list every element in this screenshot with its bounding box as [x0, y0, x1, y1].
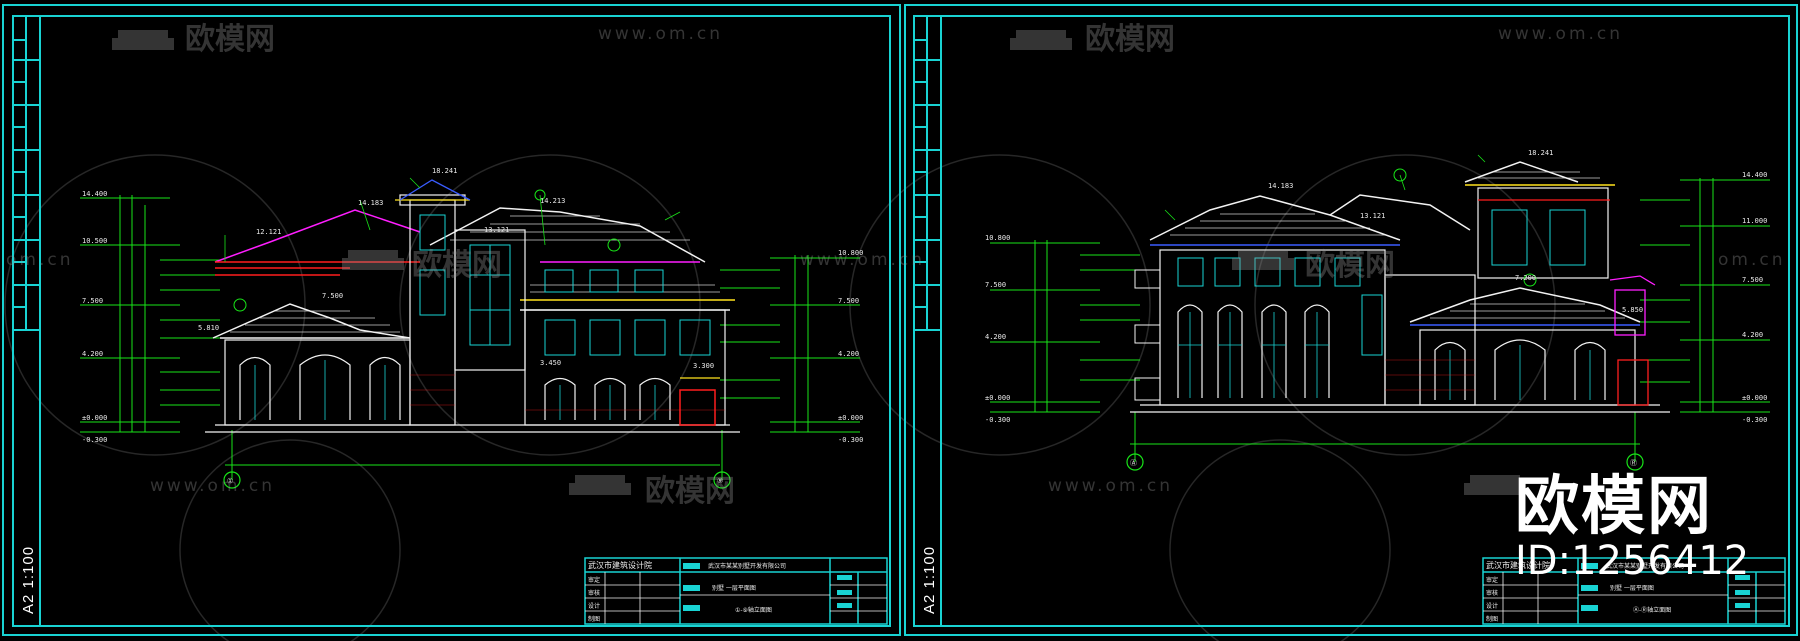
sheet-1-elev-right-3: 4.200: [838, 350, 859, 358]
sheet-2-drawing: 别墅 一层平面图: [1610, 584, 1654, 592]
watermark-cn: 欧模网: [185, 22, 275, 57]
sheet-1-company: 武汉市建筑设计院: [588, 560, 652, 570]
sheet-2-row-3: 设计: [1486, 602, 1498, 610]
sheet-1-top-label-3: 12.121: [256, 228, 281, 236]
sheet-2-elev-right-2: 11.000: [1742, 217, 1767, 225]
sheet-1-elev-right-2: 7.500: [838, 297, 859, 305]
sheet-2-mid-label-1: 7.200: [1515, 274, 1536, 282]
sheet-1-right-dimensions: [720, 255, 860, 433]
sheet-1-elev-left-4: 4.200: [82, 350, 103, 358]
sheet-2-mid-label-2: 5.850: [1622, 306, 1643, 314]
watermark-url-partial: om.cn: [6, 250, 74, 270]
watermark-cn: 欧模网: [645, 474, 735, 509]
sheet-1-row-2: 审核: [588, 589, 600, 597]
sheet-1-row-1: 审定: [588, 576, 600, 584]
sheet-1-top-label-4: 14.213: [540, 197, 565, 205]
sheet-1-top-label-1: 18.241: [432, 167, 457, 175]
watermark-url: www.om.cn: [1498, 24, 1624, 44]
brand-name: 欧模网: [1515, 470, 1713, 544]
sheet-1-elev-left-5: ±0.000: [82, 414, 107, 422]
sheet-2-company: 武汉市建筑设计院: [1486, 560, 1550, 570]
watermark-circles: [4, 154, 1556, 641]
sheet-2-top-label-1: 18.241: [1528, 149, 1553, 157]
sheet-1-row-3: 设计: [588, 602, 600, 610]
sheet-1-elev-left-1: 14.400: [82, 190, 107, 198]
sheet-1-mid-label-3: 3.450: [540, 359, 561, 367]
sheet-2-elev-left-2: 7.500: [985, 281, 1006, 289]
sheet-1-axis-9: ⑨: [717, 477, 723, 485]
sheet-1-left-dimensions: [80, 195, 220, 433]
sheet-2-left-dimensions: [990, 240, 1140, 413]
sheet-1-elev-right-1: 10.800: [838, 249, 863, 257]
sheet-1-mid-label-2: 5.810: [198, 324, 219, 332]
sheet-1-binding-ticks: [13, 39, 40, 331]
sheet-2-elevation: Ⓐ Ⓡ 10.800 7.500 4.200 ±0.000 -0.300 14.…: [985, 149, 1770, 471]
sheet-2-titleblock: 武汉市建筑设计院 武汉市某某别墅开发有限公司 别墅 一层平面图 审定 审核 设计…: [1482, 557, 1786, 625]
sheet-2-elev-right-1: 14.400: [1742, 171, 1767, 179]
sheet-2-row-1: 审定: [1486, 576, 1498, 584]
sheet-1-elev-left-3: 7.500: [82, 297, 103, 305]
sheet-1-elev-right-5: -0.300: [838, 436, 863, 444]
sheet-2-axis-a: Ⓐ: [1130, 459, 1137, 467]
sheet-2-elev-left-3: 4.200: [985, 333, 1006, 341]
watermark-cn: 欧模网: [412, 248, 502, 283]
sheet-2-elev-left-5: -0.300: [985, 416, 1010, 424]
sheet-2-row-2: 审核: [1486, 589, 1498, 597]
sheet-2-top-label-2: 14.183: [1268, 182, 1293, 190]
watermark-url: www.om.cn: [598, 24, 724, 44]
watermark-url-partial: om.cn: [1718, 250, 1786, 270]
sheet-2-elev-right-5: ±0.000: [1742, 394, 1767, 402]
sheet-1-top-label-2: 14.183: [358, 199, 383, 207]
sheet-1-frame: [2, 4, 901, 636]
sheet-1-project: 武汉市某某别墅开发有限公司: [708, 562, 786, 570]
sheet-2-elev-left-1: 10.800: [985, 234, 1010, 242]
sheet-1-top-label-5: 13.121: [484, 226, 509, 234]
sheet-1-elevation: ① ⑨ 14.400 10.500 7.500 4.200 ±0.000 -0.…: [80, 167, 863, 489]
watermark-url: www.om.cn: [800, 250, 926, 270]
sheet-2-scale-label: A2 1:100: [921, 545, 938, 614]
sheet-2-binding-ticks: [914, 39, 941, 331]
watermark-url: www.om.cn: [1048, 476, 1174, 496]
sheet-1-scale-label: A2 1:100: [20, 545, 37, 614]
sheet-1-mid-label-1: 7.500: [322, 292, 343, 300]
sheet-2-axis-r: Ⓡ: [1630, 459, 1637, 467]
sheet-1-elev-right-4: ±0.000: [838, 414, 863, 422]
sheet-2-project: 武汉市某某别墅开发有限公司: [1606, 562, 1684, 570]
sheet-1-elev-left-6: -0.300: [82, 436, 107, 444]
brand-id: ID:1256412: [1515, 538, 1750, 584]
sheet-2-elev-right-6: -0.300: [1742, 416, 1767, 424]
watermark-cn: 欧模网: [1305, 248, 1395, 283]
sheet-2-elev-left-4: ±0.000: [985, 394, 1010, 402]
sheet-1-drawing: 别墅 一层平面图: [712, 584, 756, 592]
sheet-1-titleblock: 武汉市建筑设计院 武汉市某某别墅开发有限公司 别墅 一层平面图 审定 审核 设计…: [584, 557, 888, 625]
sheet-1-row-4: 制图: [588, 615, 600, 623]
sheet-2-sheet-title: Ⓐ-Ⓡ轴立面图: [1633, 606, 1671, 614]
sheet-2-right-dimensions: [1640, 178, 1770, 413]
sheet-2-elev-right-4: 4.200: [1742, 331, 1763, 339]
watermark-url: www.om.cn: [150, 476, 276, 496]
sheet-1-axis-1: ①: [227, 477, 233, 485]
watermark-cn: 欧模网: [1085, 22, 1175, 57]
sheet-1-sheet-title: ①-⑨轴立面图: [735, 606, 772, 614]
sheet-2-elev-right-3: 7.500: [1742, 276, 1763, 284]
sheet-1-elev-left-2: 10.500: [82, 237, 107, 245]
sheet-2-row-4: 制图: [1486, 615, 1498, 623]
sheet-1-mid-label-4: 3.300: [693, 362, 714, 370]
watermark-logo-icons: [112, 30, 1526, 495]
sheet-2-top-label-3: 13.121: [1360, 212, 1385, 220]
